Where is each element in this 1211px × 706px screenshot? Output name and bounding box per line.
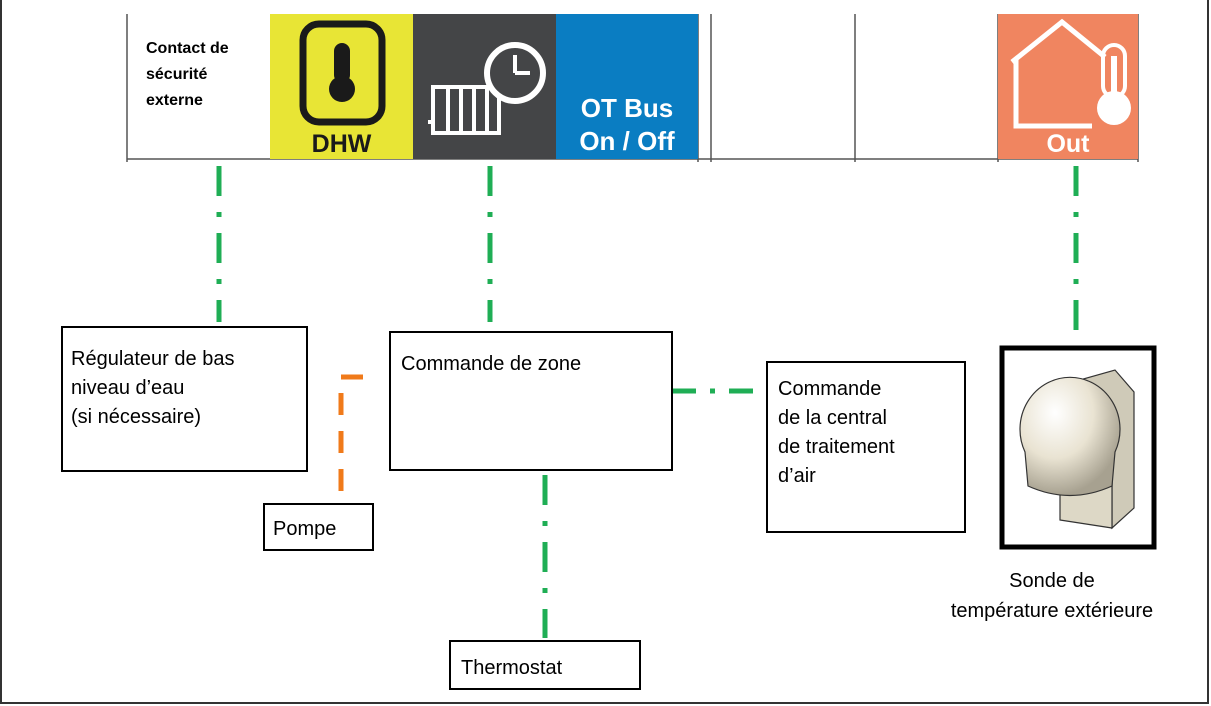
- out-label: Out: [1046, 130, 1090, 158]
- dhw-label: DHW: [311, 130, 372, 158]
- ot-bus-label: OT Bus On / Off: [579, 93, 675, 156]
- pump-box: Pompe: [263, 503, 374, 551]
- thermostat-box: Thermostat: [449, 640, 641, 690]
- safety-contact-label: Contact de sécurité externe: [146, 40, 229, 109]
- radiator-clock-icon: [428, 42, 546, 135]
- zone-control-box: Commande de zone: [389, 331, 673, 471]
- house-thermometer-icon: [1010, 18, 1131, 129]
- thermometer-icon: [299, 20, 386, 126]
- outdoor-sensor-dome-icon: [1019, 369, 1135, 530]
- link-zone-to-pump: [338, 374, 363, 497]
- low-water-regulator-box: Régulateur de bas niveau d’eau (si néces…: [61, 326, 308, 472]
- ahu-control-box: Commande de la central de traitement d’a…: [766, 361, 966, 533]
- ot-bus-tile: [556, 14, 698, 159]
- outdoor-sensor-caption: Sonde de température extérieure: [950, 570, 1154, 622]
